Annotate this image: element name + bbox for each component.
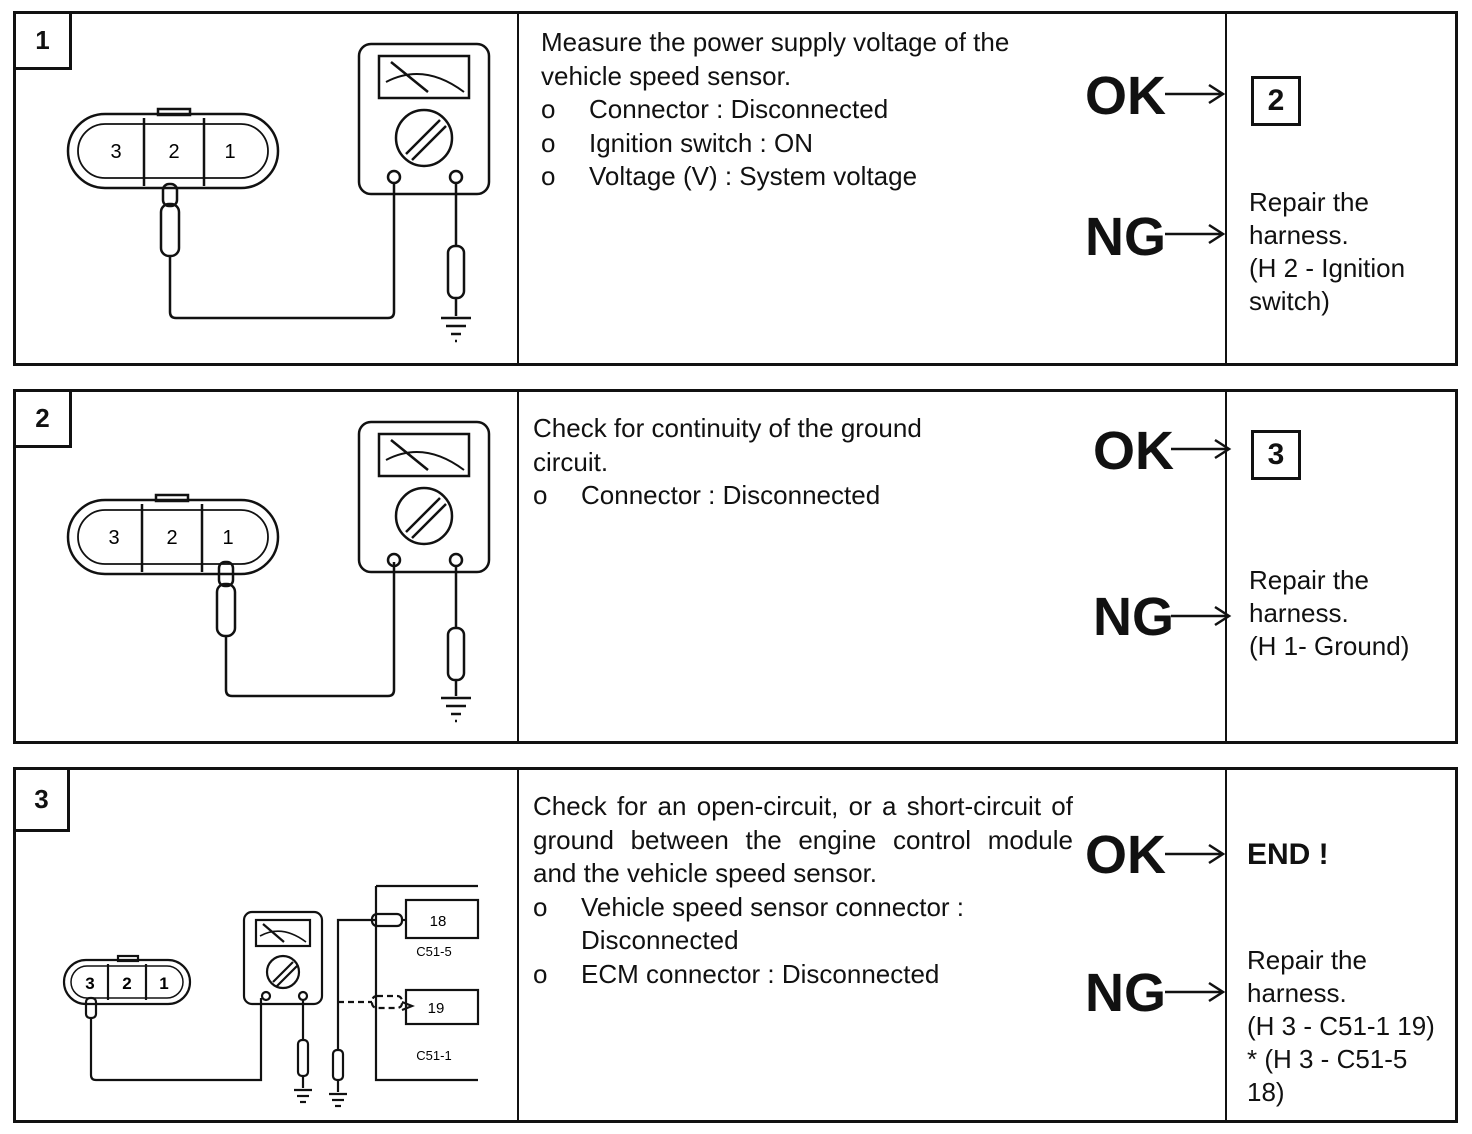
bullet-item: o ECM connector : Disconnected xyxy=(533,958,1073,992)
step-description: Check for continuity of the ground circu… xyxy=(533,412,1063,513)
ng-result-line: Repair the xyxy=(1249,565,1369,595)
end-label: END ! xyxy=(1247,838,1329,871)
circuit-check-diagram: 3 2 1 18 C51-5 19 C51-1 xyxy=(62,884,480,1108)
next-step-box: 3 xyxy=(1251,430,1301,480)
step-1: 3 2 1 1 Measure the power supply voltage… xyxy=(13,11,1458,366)
connector-pin-3: 3 xyxy=(108,527,119,549)
continuity-check-diagram: 3 2 1 xyxy=(66,420,491,723)
ng-result-text: Repair the harness. (H 3 - C51-1 19) * (… xyxy=(1247,944,1435,1109)
ok-arrow-icon xyxy=(1165,83,1226,105)
ecm-pin-18: 18 xyxy=(430,913,447,930)
description-text: Check for continuity of the ground circu… xyxy=(533,413,922,477)
bullet-item: o Vehicle speed sensor connector : Discon… xyxy=(533,891,1073,958)
ng-result-text: Repair the harness. (H 2 - Ignition swit… xyxy=(1249,186,1405,318)
bullet-text: Connector : Disconnected xyxy=(589,94,889,124)
ng-arrow-icon xyxy=(1165,981,1226,1003)
ng-label: NG xyxy=(1093,587,1174,647)
ng-arrow-icon xyxy=(1165,223,1226,245)
ng-result-line: (H 3 - C51-1 19) xyxy=(1247,1011,1435,1041)
connector-pin-3: 3 xyxy=(85,974,94,993)
ecm-connector-c51-5: C51-5 xyxy=(416,944,451,959)
ng-result-line: harness. xyxy=(1249,220,1349,250)
step-number: 3 xyxy=(16,770,70,832)
ng-result-line: (H 2 - Ignition xyxy=(1249,253,1406,283)
step-2-result-cell: 3 Repair the harness. (H 1- Ground) xyxy=(1227,392,1455,741)
ok-label: OK xyxy=(1085,825,1166,885)
step-1-text-cell: Measure the power supply voltage of the … xyxy=(519,14,1227,363)
ng-result-line: Repair the xyxy=(1247,945,1367,975)
ng-result-line: harness. xyxy=(1247,978,1347,1008)
ng-result-text: Repair the harness. (H 1- Ground) xyxy=(1249,564,1409,663)
bullet-text: Ignition switch : ON xyxy=(589,127,813,158)
step-2-diagram-cell: 3 2 1 2 xyxy=(16,392,519,741)
ng-result-line: switch) xyxy=(1249,286,1330,316)
step-2: 3 2 1 2 Check for continuity of the grou… xyxy=(13,389,1458,744)
bullet-marker: o xyxy=(533,958,548,989)
step-number: 2 xyxy=(16,392,72,448)
step-3-text-cell: Check for an open-circuit, or a short-ci… xyxy=(519,770,1227,1120)
ng-result-line: Repair the xyxy=(1249,187,1369,217)
connector-pin-2: 2 xyxy=(122,974,131,993)
bullet-item: o Connector : Disconnected xyxy=(541,93,1071,127)
step-1-result-cell: 2 Repair the harness. (H 2 - Ignition sw… xyxy=(1227,14,1455,363)
ecm-connector-c51-1: C51-1 xyxy=(416,1048,451,1063)
ng-result-line: 18) xyxy=(1247,1077,1285,1107)
ng-result-line: (H 1- Ground) xyxy=(1249,631,1410,661)
description-text: Check for an open-circuit, or a short-ci… xyxy=(533,791,1073,888)
connector-pin-2: 2 xyxy=(166,527,177,549)
ng-result-line: harness. xyxy=(1249,598,1349,628)
ng-label: NG xyxy=(1085,963,1166,1023)
bullet-marker: o xyxy=(533,891,548,922)
ng-result-line: * (H 3 - C51-5 xyxy=(1247,1044,1408,1074)
step-description: Measure the power supply voltage of the … xyxy=(541,26,1071,194)
bullet-marker: o xyxy=(533,480,548,510)
next-step-box: 2 xyxy=(1251,76,1301,126)
bullet-text: Vehicle speed sensor connector : Disconn… xyxy=(581,891,965,956)
ok-arrow-icon xyxy=(1165,843,1226,865)
step-description: Check for an open-circuit, or a short-ci… xyxy=(533,790,1073,991)
ng-arrow-icon xyxy=(1171,605,1232,627)
bullet-marker: o xyxy=(541,127,556,158)
bullet-marker: o xyxy=(541,94,556,124)
bullet-item: o Connector : Disconnected xyxy=(533,479,1063,513)
bullet-text: Voltage (V) : System voltage xyxy=(589,161,918,191)
connector-pin-1: 1 xyxy=(222,527,233,549)
ok-arrow-icon xyxy=(1171,438,1232,460)
description-text: Measure the power supply voltage of the … xyxy=(541,27,1010,91)
ng-label: NG xyxy=(1085,207,1166,267)
voltage-measurement-diagram: 3 2 1 xyxy=(66,42,491,343)
step-3: 3 2 1 18 C51-5 19 C51-1 3 Check for an o… xyxy=(13,767,1458,1123)
bullet-marker: o xyxy=(541,161,556,191)
connector-pin-2: 2 xyxy=(168,141,179,163)
step-3-result-cell: END ! Repair the harness. (H 3 - C51-1 1… xyxy=(1227,770,1455,1120)
bullet-text: Connector : Disconnected xyxy=(581,480,881,510)
connector-pin-1: 1 xyxy=(224,141,235,163)
ok-label: OK xyxy=(1093,421,1174,481)
bullet-text: ECM connector : Disconnected xyxy=(581,958,940,989)
ecm-pin-19: 19 xyxy=(428,1000,445,1017)
step-number: 1 xyxy=(16,14,72,70)
connector-pin-1: 1 xyxy=(159,974,168,993)
bullet-item: o Ignition switch : ON xyxy=(541,127,1071,161)
bullet-item: o Voltage (V) : System voltage xyxy=(541,160,1071,194)
ok-label: OK xyxy=(1085,66,1166,126)
step-2-text-cell: Check for continuity of the ground circu… xyxy=(519,392,1232,741)
connector-pin-3: 3 xyxy=(110,141,121,163)
step-1-diagram-cell: 3 2 1 1 xyxy=(16,14,519,363)
step-3-diagram-cell: 3 2 1 18 C51-5 19 C51-1 3 xyxy=(16,770,519,1120)
